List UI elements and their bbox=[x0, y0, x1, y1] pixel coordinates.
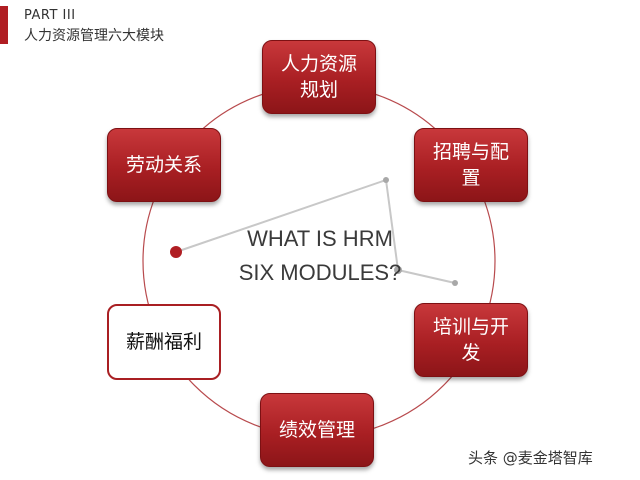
module-recruitment[interactable]: 招聘与配 置 bbox=[414, 128, 528, 202]
center-line-2: SIX MODULES? bbox=[238, 260, 402, 285]
module-compensation[interactable]: 薪酬福利 bbox=[107, 304, 221, 380]
module-performance[interactable]: 绩效管理 bbox=[260, 393, 374, 467]
center-line-1: WHAT IS HRM bbox=[247, 226, 393, 251]
module-labor-relations[interactable]: 劳动关系 bbox=[107, 128, 221, 202]
connector-dot-red bbox=[170, 246, 182, 258]
connector-line bbox=[175, 178, 456, 284]
watermark: 头条 @麦金塔智库 bbox=[468, 449, 593, 467]
connector-dot bbox=[452, 280, 458, 286]
header-accent-bar bbox=[0, 6, 8, 44]
connector-dot bbox=[394, 266, 402, 274]
module-training[interactable]: 培训与开 发 bbox=[414, 303, 528, 377]
part-label: PART III bbox=[24, 8, 76, 23]
connector-dot bbox=[383, 177, 389, 183]
module-hr-planning[interactable]: 人力资源 规划 bbox=[262, 40, 376, 114]
center-question: WHAT IS HRM SIX MODULES? bbox=[220, 222, 420, 290]
section-title: 人力资源管理六大模块 bbox=[24, 28, 164, 44]
